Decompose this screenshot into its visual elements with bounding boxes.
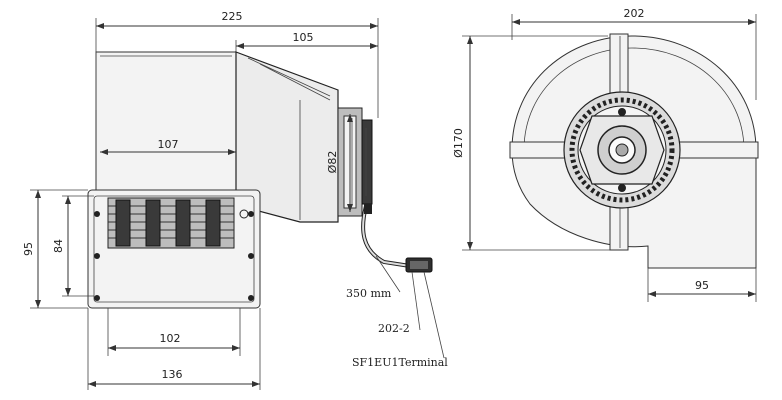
dim-outlet-width: 95 xyxy=(647,268,757,302)
motor-end-cap: Ø82 xyxy=(326,107,373,217)
dim-82-label: Ø82 xyxy=(326,151,339,174)
dim-housing-length: 107 xyxy=(100,138,236,155)
dim-202-label: 202 xyxy=(624,7,645,20)
lead-length-label: 350 mm xyxy=(346,287,392,300)
dim-170-label: Ø170 xyxy=(452,128,465,158)
lead-wire xyxy=(361,204,411,268)
dim-225-label: 225 xyxy=(222,10,243,23)
dim-84-label: 84 xyxy=(52,239,65,253)
dim-102-label: 102 xyxy=(160,332,181,345)
dim-95-side-label: 95 xyxy=(22,242,35,256)
front-view: 202 Ø170 xyxy=(452,7,759,302)
dim-95-front-label: 95 xyxy=(695,279,709,292)
dim-motor-length: 105 xyxy=(235,31,378,60)
lead-part-label: 202-2 xyxy=(378,322,410,335)
scroll-housing xyxy=(95,51,237,196)
dim-136-label: 136 xyxy=(162,368,183,381)
dim-flange-inner-width: 102 xyxy=(107,308,241,356)
blower-wheel xyxy=(563,91,681,209)
dim-overall-width-side: 225 xyxy=(95,10,379,118)
dim-diameter-front: Ø170 xyxy=(452,35,610,251)
side-view: 225 105 Ø82 xyxy=(22,10,448,390)
terminal-label: SF1EU1Terminal xyxy=(352,356,448,369)
mounting-flange xyxy=(87,189,261,309)
terminal-connector xyxy=(405,257,433,273)
dim-107-label: 107 xyxy=(158,138,179,151)
dim-flange-width: 136 xyxy=(87,308,261,390)
dim-flange-inner-height: 84 xyxy=(52,195,94,297)
motor-housing xyxy=(235,51,339,223)
dim-flange-height: 95 xyxy=(22,189,88,309)
dim-overall-width-front: 202 xyxy=(511,7,757,100)
dim-105-label: 105 xyxy=(293,31,314,44)
